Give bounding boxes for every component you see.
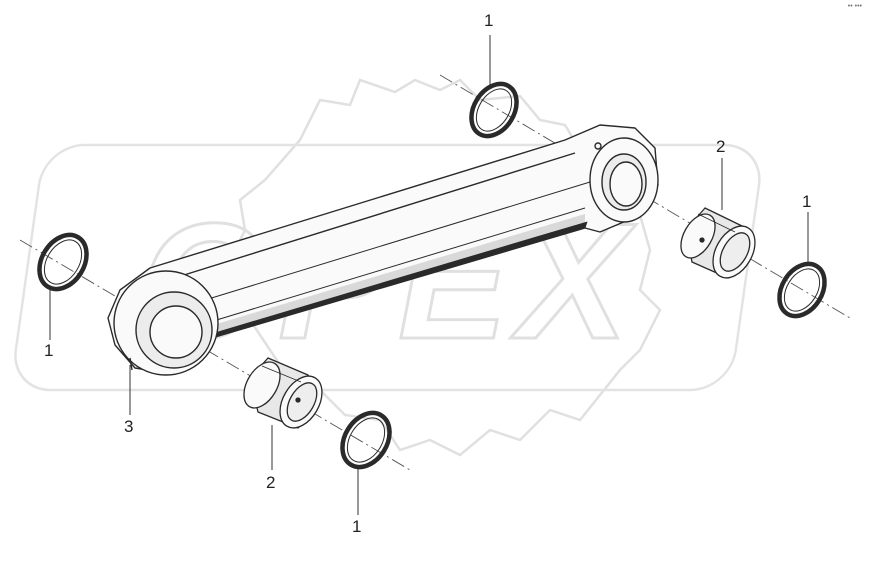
callout-1-top: 1	[484, 11, 494, 30]
seal-ring-bottom	[340, 410, 392, 470]
watermark-frame	[14, 143, 761, 392]
seal-ring-left	[37, 232, 89, 292]
bushing-bottom	[243, 357, 323, 429]
watermark-gear	[228, 78, 662, 457]
seal-ring-right	[777, 261, 827, 319]
callout-2-bottom: 2	[266, 473, 276, 492]
callout-1-right: 1	[802, 192, 812, 211]
bushing-right	[680, 207, 756, 279]
callout-3: 3	[124, 417, 134, 436]
callout-1-bottom: 1	[352, 517, 362, 536]
callout-1-left: 1	[44, 341, 54, 360]
corner-mark: •• •••	[847, 3, 862, 10]
callout-2-right: 2	[716, 137, 726, 156]
seal-ring-top	[469, 81, 519, 139]
leader-lines	[49, 35, 809, 515]
connecting-rod	[107, 124, 659, 376]
